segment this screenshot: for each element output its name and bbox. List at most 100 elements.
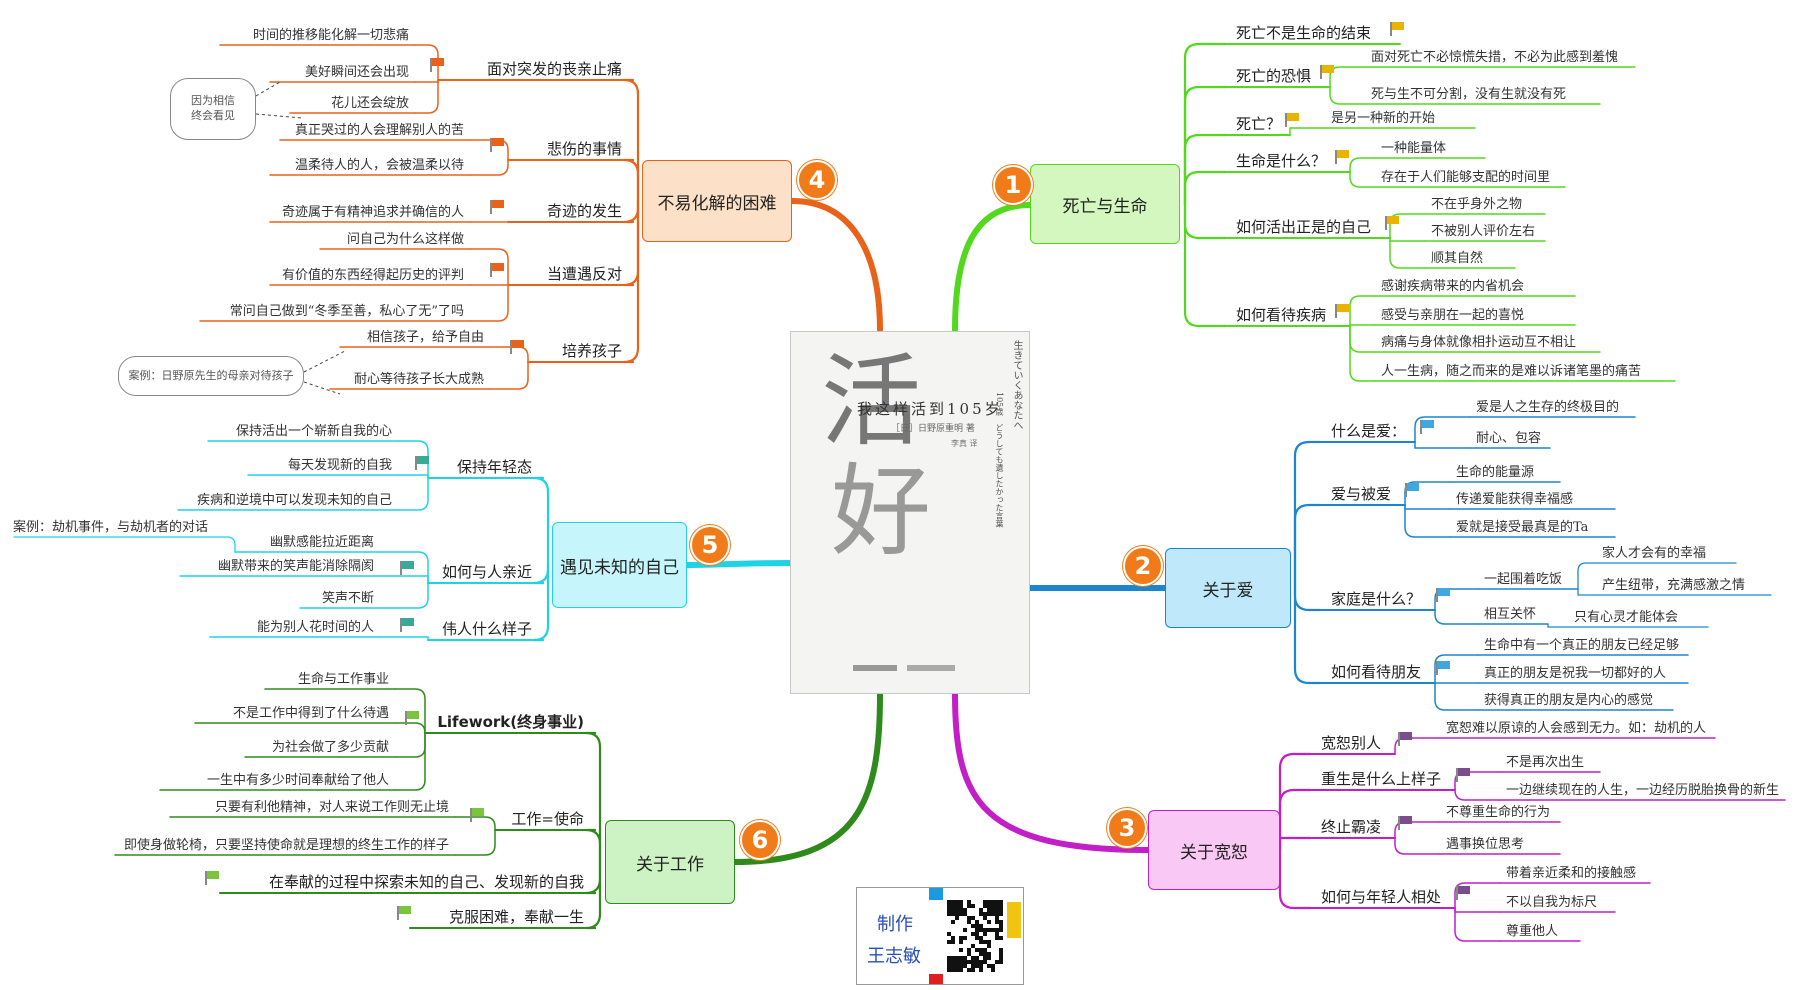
subtopic-connector [394,732,426,758]
subtopic-label: 真正哭过的人会理解别人的苦 [294,123,464,138]
topic-label: 宽恕别人 [1321,734,1382,752]
leaf-connector [1547,623,1569,628]
topic-label: 面对突发的丧亲止痛 [486,60,622,78]
subtopic-connector [469,248,509,286]
subtopic-label: 传递爱能获得幸福感 [1456,492,1574,507]
flag-icon [490,138,504,152]
topic-label: 死亡不是生命的结束 [1236,24,1372,42]
subtopic-connector [454,816,496,831]
topic-connector [585,828,602,864]
subtopic-connector [394,722,426,734]
flag-icon [1436,661,1450,675]
branch-node: 关于工作 [605,820,735,904]
subtopic-connector [1414,416,1471,443]
subtopic-label: 保持活出一个崭新自我的心 [235,424,392,439]
credit-line-1: 制作 [877,914,913,935]
flag-icon [1456,768,1470,782]
subtopic-label: 宽恕难以原谅的人会感到无力。如：劫机的人 [1446,721,1707,736]
branch-node: 遇见未知的自己 [552,522,687,608]
subtopic-label: 相互关怀 [1484,607,1537,622]
topic-label: 奇迹的发生 [546,202,622,220]
subtopic-label: 人一生病，随之而来的是难以诉诸笔墨的痛苦 [1381,364,1642,379]
topic-connector [623,199,640,224]
branch-node: 关于宽恕 [1148,810,1280,890]
subtopic-connector [379,582,429,609]
topic-label: Lifework(终身事业) [437,713,584,731]
topic-label: 生命是什么？ [1236,152,1327,170]
subtopic-connector [1434,654,1479,684]
topic-connector [1293,440,1322,590]
topic-label: 死亡？ [1236,115,1282,133]
subtopic-label: 真正的朋友是祝我一切都好的人 [1484,666,1667,681]
subtopic-label: 能为别人花时间的人 [256,620,374,635]
subtopic-connector [1329,86,1366,105]
branch-connector [684,560,793,568]
topic-label: 什么是爱： [1331,422,1407,440]
subtopic-connector [489,361,529,390]
subtopic-label: 幽默感能拉近距离 [269,535,374,550]
cover-translator: 李真 译 [951,439,978,448]
subtopic-connector [1454,907,1501,942]
credit-author: 王志敏 [867,946,921,967]
subtopic-label: 时间的推移能化解一切悲痛 [252,28,409,43]
subtopic-label: 不是再次出生 [1506,755,1585,770]
subtopic-label: 耐心、包容 [1476,431,1542,446]
leaf-label: 案例：劫机事件，与劫机者的对话 [12,520,208,535]
cover-title-char-1: 活 [821,343,921,460]
note-link [255,81,281,97]
subtopic-connector [469,159,509,176]
flag-icon [1436,588,1450,602]
subtopic-label: 美好瞬间还会出现 [304,65,409,80]
subtopic-label: 有价值的东西经得起历史的评判 [281,268,464,283]
subtopic-label: 一种能量体 [1381,141,1447,156]
subtopic-label: 一生中有多少时间奉献给了他人 [206,773,389,788]
branch-number-badge: 6 [740,820,780,860]
book-cover: 活 好 我这样活到105岁 ［日］日野原重明 著 李真 译 生きていくあなたへ … [790,331,1030,694]
flag-icon [1285,113,1299,127]
subtopic-label: 花儿还会绽放 [330,96,409,111]
topic-label: 如何活出正是的自己 [1236,218,1372,236]
topic-connector [1293,586,1322,685]
cover-subtitle: 我这样活到105岁 [857,400,1003,418]
topic-label: 当遭遇反对 [546,265,622,283]
color-block-red [929,974,943,984]
subtopic-connector [1434,609,1479,625]
flag-icon [490,263,504,277]
branch-connector [952,691,1151,853]
topic-label: 终止霸凌 [1321,818,1382,836]
note-link [303,381,341,395]
subtopic-connector [397,440,429,479]
topic-connector [1278,848,1312,910]
subtopic-label: 获得真正的朋友是内心的感觉 [1484,693,1654,708]
flag-icon [1390,22,1404,36]
note-link [303,350,346,373]
subtopic-label: 不在乎身外之物 [1431,197,1523,212]
topic-label: 在奉献的过程中探索未知的自己、发现新的自我 [268,873,584,891]
subtopic-label: 死与生不可分割，没有生就没有死 [1371,87,1567,102]
branch-node: 关于爱 [1165,548,1291,628]
subtopic-label: 为社会做了多少贡献 [271,740,389,755]
topic-connector [533,476,550,567]
subtopic-connector [397,474,429,479]
topic-label: 克服困难，奉献一生 [448,908,584,926]
flag-icon [1420,420,1434,434]
branch-connector [952,202,1033,333]
flag-icon [1335,304,1349,318]
topic-label: 如何与人亲近 [441,563,532,581]
subtopic-label: 常问自己做到“冬季至善，私心了无”了吗 [229,304,464,319]
subtopic-connector [1349,157,1376,173]
topic-connector [585,860,602,930]
topic-connector [585,860,602,895]
flag-icon [1398,732,1412,746]
subtopic-label: 不尊重生命的行为 [1446,805,1551,820]
subtopic-connector [1349,171,1376,188]
topic-label: 死亡的恐惧 [1236,67,1312,85]
subtopic-label: 笑声不断 [321,591,374,606]
topic-connector [1183,170,1227,207]
flag-icon [490,200,504,214]
topic-label: 家庭是什么？ [1331,590,1422,608]
cover-japanese-subtitle: 105歳 どうしても遺したかった言葉 [995,392,1004,528]
subtopic-connector [1289,127,1326,136]
branch-node: 死亡与生命 [1030,164,1180,244]
topic-label: 如何看待疾病 [1236,306,1327,324]
